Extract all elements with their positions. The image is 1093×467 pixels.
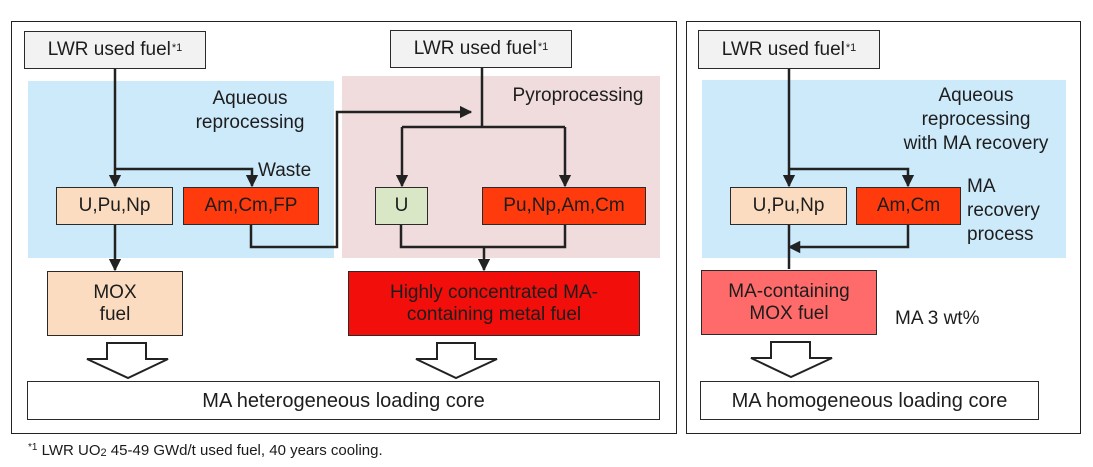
- footnote-marker: *1: [171, 42, 183, 54]
- pyroprocessing-label: Pyroprocessing: [512, 85, 644, 106]
- label-line: Aqueous: [938, 85, 1014, 106]
- source-box-pyro: LWR used fuel*1: [390, 30, 572, 68]
- fuel-line: fuel: [99, 303, 131, 325]
- box-pu-np-am-cm: Pu,Np,Am,Cm: [482, 187, 646, 225]
- label-line: with MA recovery: [903, 133, 1049, 154]
- footnote-marker: *1: [28, 442, 38, 453]
- footnote: *1 LWR UO2 45-49 GWd/t used fuel, 40 yea…: [27, 442, 383, 459]
- source-label: LWR used fuel: [47, 39, 171, 60]
- box-u: U: [375, 187, 428, 225]
- footnote-marker: *1: [537, 41, 549, 53]
- fuel-line: MOX: [93, 281, 137, 303]
- source-box-right: LWR used fuel*1: [698, 30, 880, 69]
- heterogeneous-core-box: MA heterogeneous loading core: [27, 381, 660, 420]
- fuel-line: MA-containing: [728, 280, 850, 302]
- label-line: Aqueous: [212, 88, 288, 109]
- fuel-line: Highly concentrated MA-: [389, 281, 599, 303]
- box-ma-mox-fuel: MA-containing MOX fuel: [701, 270, 877, 335]
- box-u-pu-np: U,Pu,Np: [56, 187, 173, 225]
- label-line: reprocessing: [921, 109, 1031, 130]
- box-u-pu-np-right: U,Pu,Np: [730, 187, 847, 225]
- label-line: MA: [967, 176, 996, 197]
- ma-recovery-process-label: MA recovery process: [967, 175, 1040, 247]
- label-line: process: [967, 224, 1034, 245]
- footnote-marker: *1: [845, 41, 857, 54]
- footnote-text: 45-49 GWd/t used fuel, 40 years cooling.: [106, 442, 383, 459]
- homogeneous-core-box: MA homogeneous loading core: [700, 381, 1039, 420]
- label-line: reprocessing: [195, 112, 305, 133]
- box-ma-metal-fuel: Highly concentrated MA- containing metal…: [348, 271, 640, 336]
- label-line: recovery: [967, 200, 1040, 221]
- box-mox-fuel: MOX fuel: [47, 271, 183, 336]
- fuel-line: containing metal fuel: [406, 303, 582, 325]
- aqueous-region-label: Aqueous reprocessing: [170, 87, 330, 135]
- waste-label: Waste: [258, 160, 312, 181]
- ma-content-label: MA 3 wt%: [895, 308, 980, 329]
- aqueous-ma-region-label: Aqueous reprocessing with MA recovery: [886, 84, 1066, 156]
- fuel-line: MOX fuel: [749, 302, 829, 324]
- footnote-text: LWR UO: [41, 442, 101, 459]
- source-box-aqueous: LWR used fuel*1: [24, 31, 206, 69]
- box-am-cm-fp: Am,Cm,FP: [183, 187, 319, 225]
- footnote-subscript: 2: [100, 447, 107, 459]
- source-label: LWR used fuel: [413, 38, 537, 59]
- source-label: LWR used fuel: [721, 38, 845, 60]
- box-am-cm-right: Am,Cm: [856, 187, 961, 225]
